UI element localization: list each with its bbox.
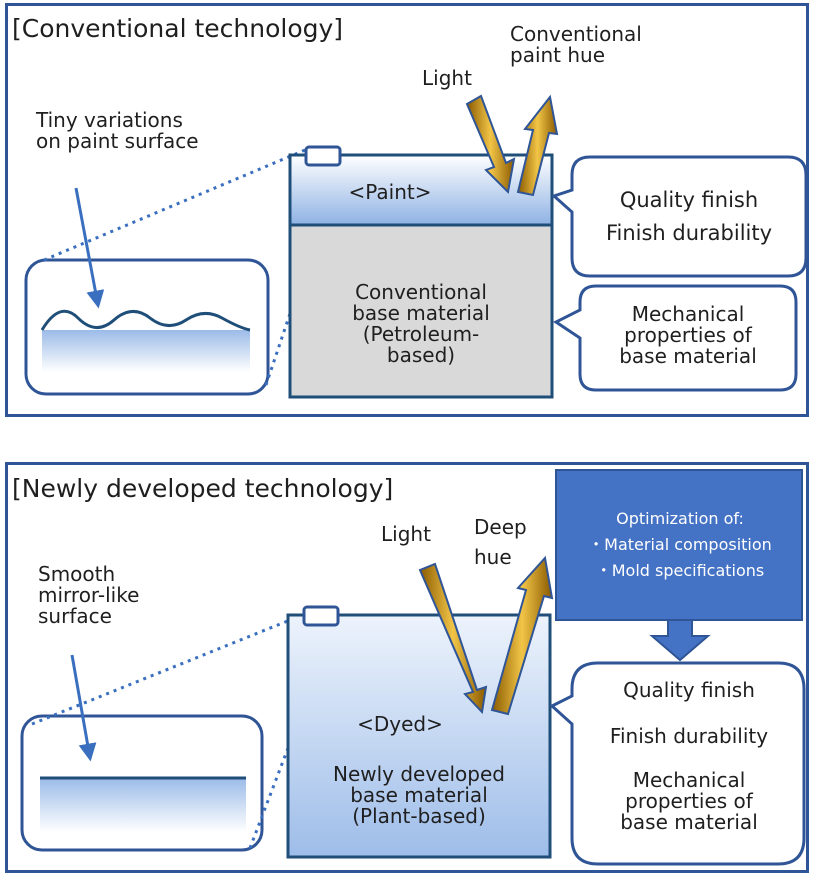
conventional-hue-arrow [516, 94, 559, 197]
callout-new-properties [549, 661, 806, 866]
paint-label: <Paint> [348, 180, 432, 204]
zoom-line-upper [43, 148, 306, 262]
callout-quality-finish [551, 155, 808, 278]
optimization-down-arrow [649, 619, 711, 662]
new-base-label: Newly developed base material (Plant-bas… [332, 762, 505, 828]
optimization-box [555, 469, 803, 621]
conventional-light-label: Light [422, 66, 472, 90]
dyed-label: <Dyed> [357, 712, 443, 736]
new-zoom-marker [302, 605, 340, 627]
new-surface-label: Smooth mirror-like surface [38, 562, 140, 628]
conventional-magnifier-box [24, 258, 270, 396]
new-callout-quality-finish: Quality finish [623, 678, 755, 702]
new-zoom-line-upper [31, 612, 306, 726]
new-callout-finish-durability: Finish durability [609, 724, 769, 748]
zoom-marker [304, 145, 342, 167]
dyed-base-block [286, 613, 552, 859]
conventional-surface-fill [42, 330, 250, 372]
surface-pointer-arrow [74, 187, 105, 309]
wavy-surface-line [40, 309, 251, 332]
conventional-hue-label: Conventional paint hue [510, 22, 642, 67]
new-heading: [Newly developed technology] [12, 474, 394, 503]
conventional-surface-label: Tiny variations on paint surface [36, 108, 199, 153]
new-hue-arrow [490, 555, 554, 716]
optimization-text: Optimization of: ・Material composition ・… [588, 509, 772, 580]
conventional-light-arrow [465, 94, 516, 195]
new-light-label: Light [381, 522, 431, 546]
new-surface-pointer-arrow [70, 654, 97, 762]
callout-mechanical-properties [553, 284, 798, 392]
callout-quality-finish-text: Quality finish Finish durability [605, 188, 773, 245]
conventional-base-block [288, 223, 554, 399]
conventional-heading: [Conventional technology] [12, 14, 344, 43]
new-surface-fill [40, 778, 246, 832]
new-callout-mechanical-properties: Mechanical properties of base material [620, 768, 758, 834]
new-light-arrow [418, 562, 488, 715]
callout-mechanical-properties-text: Mechanical properties of base material [619, 302, 757, 368]
conventional-base-label: Conventional base material (Petroleum- b… [352, 280, 490, 367]
new-hue-label: Deep hue [474, 515, 527, 569]
